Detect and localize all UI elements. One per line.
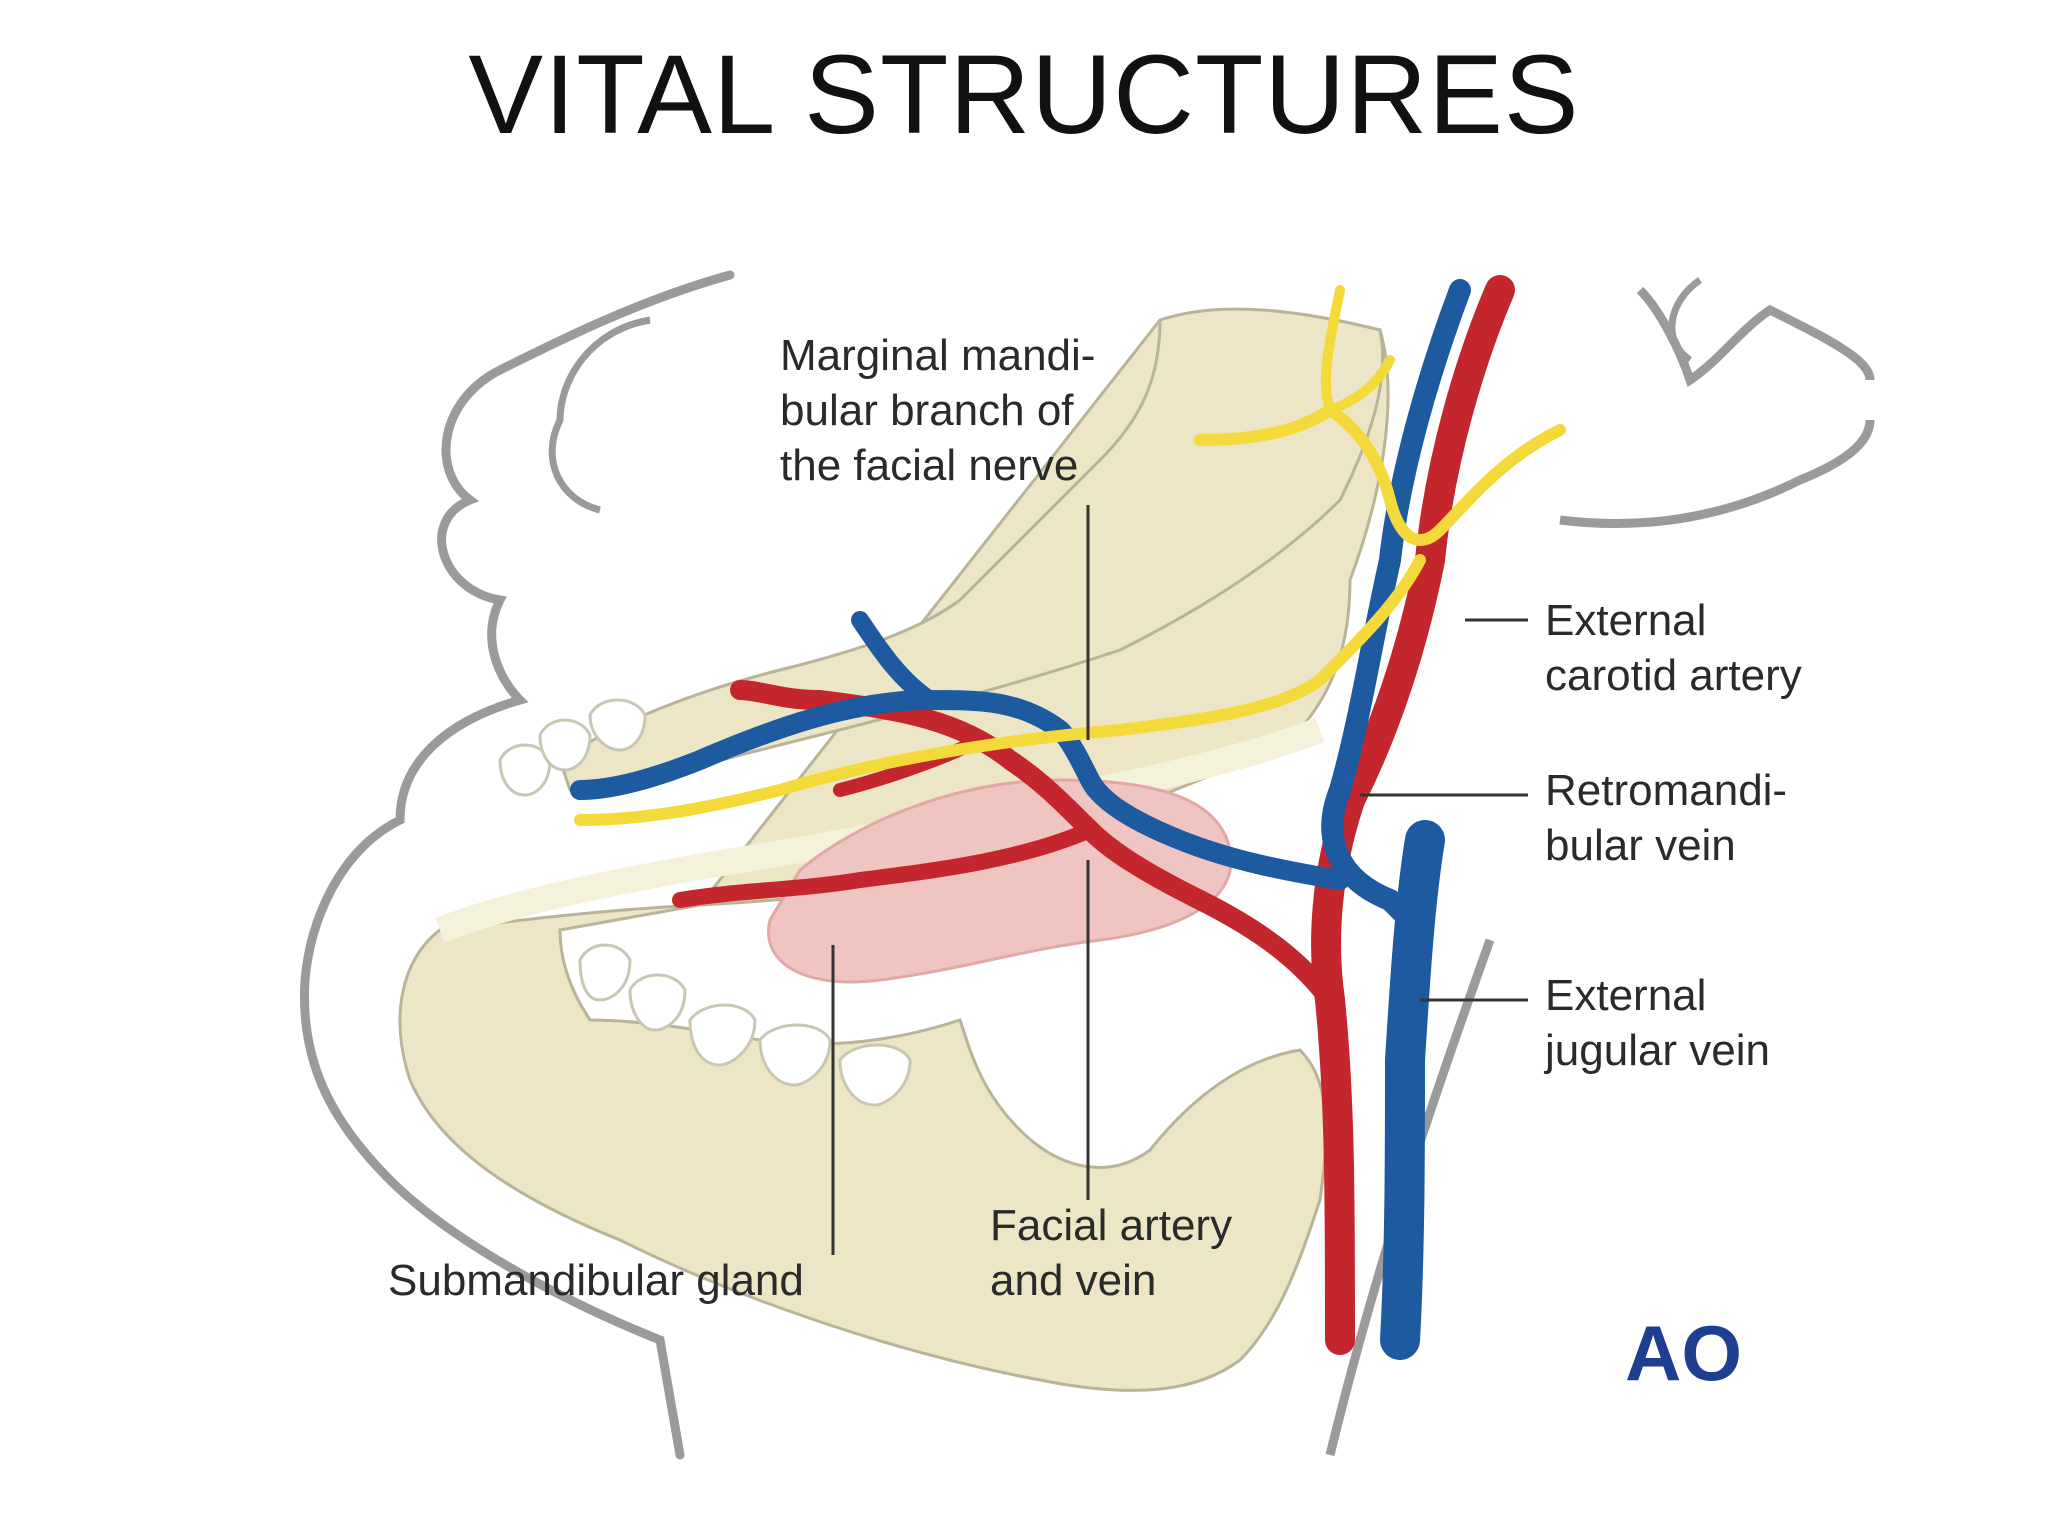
label-external-jugular-1: External	[1545, 971, 1706, 1020]
label-marginal-nerve-1: Marginal mandi-	[780, 331, 1095, 380]
facial-artery-lower	[672, 822, 1098, 908]
label-external-jugular-2: jugular vein	[1543, 1026, 1770, 1075]
facial-nerve-upper	[1320, 285, 1395, 417]
label-facial-artery-vein-1: Facial artery	[990, 1201, 1232, 1250]
facial-nerve-trunk	[1194, 402, 1566, 546]
label-marginal-nerve-3: the facial nerve	[780, 441, 1078, 490]
external-carotid-artery	[1311, 275, 1515, 1355]
ao-logo: AO	[1625, 1309, 1742, 1397]
label-facial-artery-vein-2: and vein	[990, 1256, 1156, 1305]
face-outline	[299, 270, 735, 1460]
label-external-carotid-1: External	[1545, 596, 1706, 645]
nerves	[574, 285, 1566, 826]
ear-detail	[1668, 277, 1703, 363]
facial-vein	[570, 689, 1350, 890]
veins	[570, 279, 1471, 1360]
label-submandibular-gland: Submandibular gland	[388, 1256, 804, 1305]
nose-outline	[548, 316, 651, 514]
external-jugular-vein	[1380, 820, 1445, 1360]
label-external-carotid-2: carotid artery	[1545, 651, 1802, 700]
label-retromandibular-1: Retromandi-	[1545, 766, 1787, 815]
facial-artery	[730, 680, 1340, 1010]
slide-title: VITAL STRUCTURES	[468, 32, 1580, 157]
arteries	[672, 275, 1515, 1355]
retromandibular-vein	[1321, 279, 1471, 931]
marginal-mandibular-nerve	[574, 554, 1426, 826]
teeth	[498, 698, 912, 1107]
skull-outline	[1559, 419, 1875, 529]
vein-branch	[851, 611, 939, 709]
labels: Marginal mandi- bular branch of the faci…	[388, 331, 1802, 1305]
anatomy-illustration	[299, 270, 1875, 1460]
label-marginal-nerve-2: bular branch of	[780, 386, 1074, 435]
label-retromandibular-2: bular vein	[1545, 821, 1736, 870]
leader-lines	[831, 505, 1528, 1255]
